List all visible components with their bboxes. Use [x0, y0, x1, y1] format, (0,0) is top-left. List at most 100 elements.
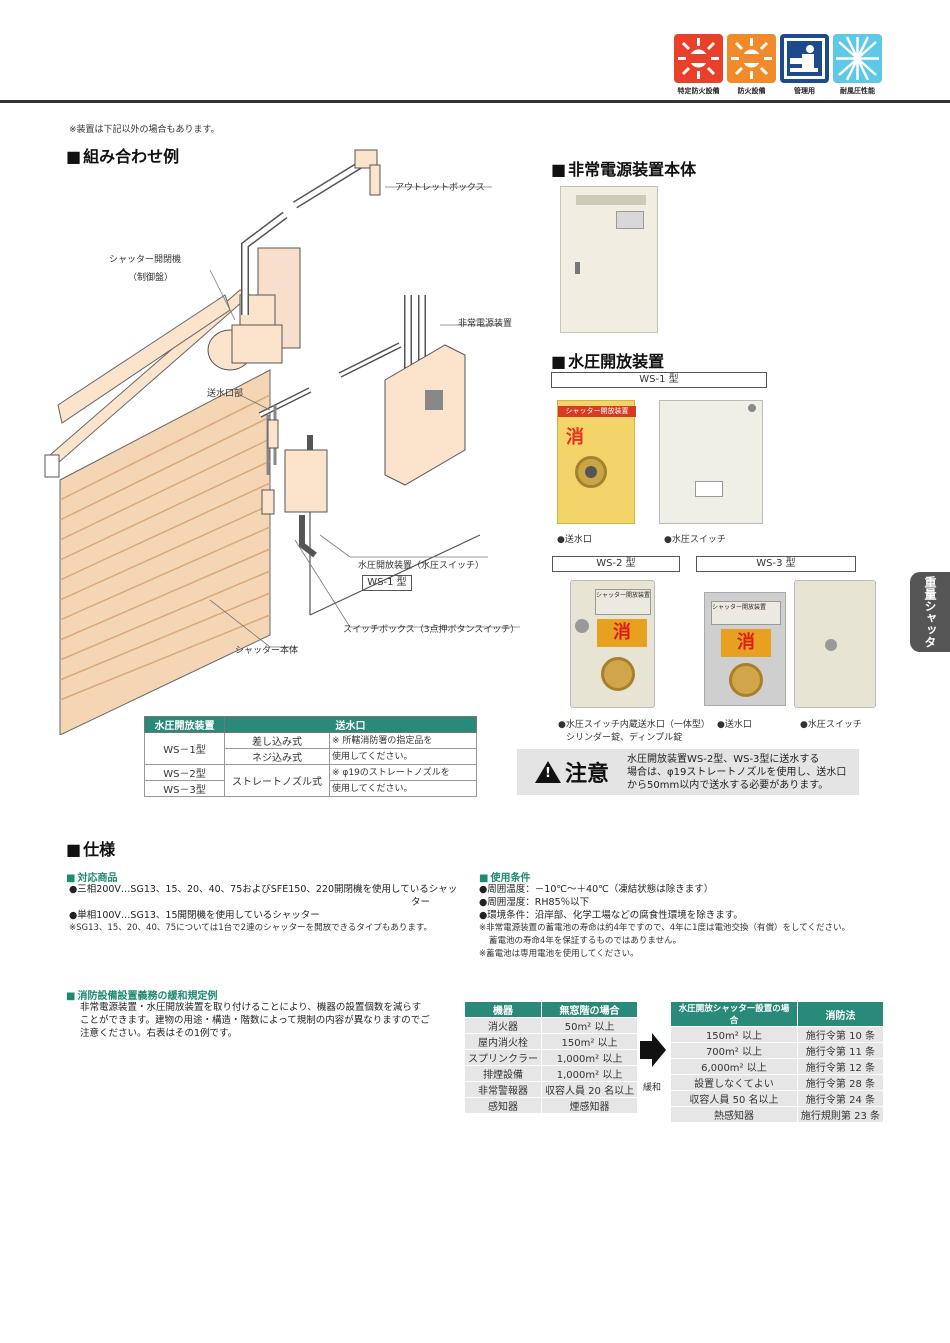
t1-type-insert: 差し込み式 [224, 732, 330, 749]
t1-model-ws1: WS－1型 [144, 732, 225, 765]
conditions-title: 使用条件 [479, 869, 530, 884]
caption-ws2: ●水圧スイッチ内蔵送水口（一体型） [558, 720, 710, 730]
t2-row6-c1: 感知器 [464, 1097, 542, 1114]
relax-text-3: 注意ください。右表はその1例です。 [80, 1028, 238, 1039]
t3-header-law: 消防法 [796, 1001, 885, 1027]
caution-line-3: から50mm以内で送水する必要があります。 [627, 779, 829, 791]
condition-temp: ●周囲温度：－10℃～＋40℃（凍結状態は除きます） [479, 884, 714, 895]
relax-text-2: ことができます。建物の用途・構造・階数によって規制の内容が異なりますのでご [80, 1015, 430, 1026]
t3-row6-c2: 施行規則第 23 条 [796, 1106, 885, 1123]
category-icon-1: 特定防火設備 [674, 34, 723, 96]
label-shutter-body: シャッター本体 [235, 646, 299, 656]
t3-row1-c2: 施行令第 10 条 [796, 1026, 885, 1043]
t1-header-device: 水圧開放装置 [144, 716, 225, 733]
caution-text: 水圧開放装置WS-2型、WS-3型に送水する 場合は、φ19ストレートノズルを使… [627, 753, 859, 792]
wind-pressure-icon [833, 34, 882, 83]
t1-model-ws2: WS－2型 [144, 764, 225, 781]
t3-row3-c1: 6,000m² 以上 [670, 1058, 798, 1075]
conditions-list: ●周囲温度：－10℃～＋40℃（凍結状態は除きます） ●周囲湿度：RH85％以下… [479, 883, 899, 961]
t3-row2-c2: 施行令第 11 条 [796, 1042, 885, 1059]
label-outlet-box: アウトレットボックス [395, 183, 485, 193]
fire-prevention-special-icon [674, 34, 723, 83]
intro-note: ※装置は下記以外の場合もあります。 [69, 125, 220, 135]
t3-row6-c1: 熱感知器 [670, 1106, 798, 1123]
t1-header-inlet: 送水口 [224, 716, 477, 733]
spec-title: 仕様 [66, 836, 115, 860]
ws1-fire-kanji: 消 [566, 427, 584, 448]
label-shutter-opener: シャッター開閉機 [109, 255, 182, 265]
label-control-panel: （制御盤） [128, 273, 174, 283]
ws2-label: WS-2 型 [552, 556, 680, 572]
relax-text: 非常電源装置・水圧開放装置を取り付けることにより、機器の設置個数を減らす ことが… [80, 1001, 455, 1040]
t2-row5-c1: 非常警報器 [464, 1081, 542, 1098]
t3-row3-c2: 施行令第 12 条 [796, 1058, 885, 1075]
ws2-sign-text: シャッター開放装置 [595, 589, 651, 615]
product-item-1: ●三相200V…SG13、15、20、40、75およびSFE150、220開閉機… [69, 884, 458, 895]
t2-header-windowless: 無窓階の場合 [540, 1001, 639, 1018]
ws1-sign-text: シャッター開放装置 [558, 406, 636, 417]
t1-type-straight: ストレートノズル式 [224, 764, 330, 797]
emergency-power-photo [560, 186, 658, 333]
ws3-inlet-photo: シャッター開放装置 消 [704, 592, 786, 706]
t2-row6-c2: 煙感知器 [540, 1097, 639, 1114]
management-icon [780, 34, 829, 83]
product-item-1-cont: ター [411, 897, 431, 908]
condition-note-3: ※蓄電池は専用電池を使用してください。 [479, 949, 639, 959]
products-title: 対応商品 [66, 869, 117, 884]
combo-title: 組み合わせ例 [66, 143, 179, 167]
t3-row1-c1: 150m² 以上 [670, 1026, 798, 1043]
water-release-table: 水圧開放装置 送水口 WS－1型 差し込み式 ※ 所轄消防署の指定品を ネジ込み… [144, 716, 477, 797]
t2-row3-c2: 1,000m² 以上 [540, 1049, 639, 1066]
side-tab[interactable]: 重量シャッター [883, 572, 950, 652]
ws2-fire-kanji: 消 [597, 619, 647, 647]
relax-title: 消防設備設置義務の緩和規定例 [66, 987, 217, 1002]
caption-ws1-inlet: ●送水口 [557, 535, 592, 545]
label-ws1-diagram: WS-1 型 [362, 575, 412, 591]
t1-note-3: ※ φ19のストレートノズルを [329, 764, 477, 781]
ws1-inlet-photo: シャッター開放装置 消 [557, 400, 636, 524]
water-title: 水圧開放装置 [551, 348, 664, 372]
ws3-switch-photo [794, 580, 876, 708]
warning-icon: ! [534, 761, 561, 783]
caution-mark-text: 注意 [564, 762, 609, 787]
condition-environment: ●環境条件：沿岸部、化学工場などの腐食性環境を除きます。 [479, 910, 743, 921]
label-water-release: 水圧開放装置（水圧スイッチ） [358, 561, 485, 571]
products-note: ※SG13、15、20、40、75については1台で2連のシャッターを開放できるタ… [69, 923, 433, 933]
relax-text-1: 非常電源装置・水圧開放装置を取り付けることにより、機器の設置個数を減らす [80, 1002, 422, 1013]
t3-row5-c2: 施行令第 24 条 [796, 1090, 885, 1107]
caption-ws2-sub: シリンダー錠、ディンプル錠 [566, 733, 683, 743]
ws3-label: WS-3 型 [696, 556, 856, 572]
t1-note-1: ※ 所轄消防署の指定品を [329, 732, 477, 749]
t1-note-2: 使用してください。 [329, 748, 477, 765]
header-rule [0, 100, 950, 103]
t3-header-shutter: 水圧開放シャッター設置の場合 [670, 1001, 798, 1027]
t2-row1-c1: 消火器 [464, 1017, 542, 1034]
label-emergency-power: 非常電源装置 [458, 319, 513, 329]
t2-row3-c1: スプリンクラー [464, 1049, 542, 1066]
label-switch-box: スイッチボックス（3点押ボタンスイッチ） [343, 625, 520, 635]
t3-row5-c1: 収容人員 50 名以上 [670, 1090, 798, 1107]
shutter-body-drawing [59, 369, 271, 735]
relax-table-after: 水圧開放シャッター設置の場合 消防法 150m² 以上施行令第 10 条 700… [670, 1001, 885, 1123]
products-list: ●三相200V…SG13、15、20、40、75およびSFE150、220開閉機… [69, 883, 469, 935]
t2-row4-c1: 排煙設備 [464, 1065, 542, 1082]
category-icons: 特定防火設備 防火設備 管理用 耐風圧性能 [674, 34, 882, 96]
caution-mark: ! 注意 [517, 756, 627, 788]
t2-header-device: 機器 [464, 1001, 542, 1018]
ws3-fire-kanji: 消 [721, 629, 771, 657]
ws1-switch-photo [659, 400, 763, 524]
caution-line-2: 場合は、φ19ストレートノズルを使用し、送水口 [627, 766, 847, 778]
t2-row2-c1: 屋内消火栓 [464, 1033, 542, 1050]
ws2-photo: シャッター開放装置 消 [570, 580, 655, 708]
label-water-inlet: 送水口部 [207, 389, 244, 399]
caption-ws3-switch: ●水圧スイッチ [800, 720, 862, 730]
condition-note-2: 蓄電池の寿命4年を保証するものではありません。 [489, 936, 682, 946]
condition-humidity: ●周囲湿度：RH85％以下 [479, 897, 590, 908]
t3-row4-c2: 施行令第 28 条 [796, 1074, 885, 1091]
caution-box: ! 注意 水圧開放装置WS-2型、WS-3型に送水する 場合は、φ19ストレート… [517, 749, 859, 795]
fire-prevention-icon [727, 34, 776, 83]
arrow-right-icon [640, 1033, 666, 1067]
t2-row1-c2: 50m² 以上 [540, 1017, 639, 1034]
emergency-power-drawing [384, 295, 466, 486]
